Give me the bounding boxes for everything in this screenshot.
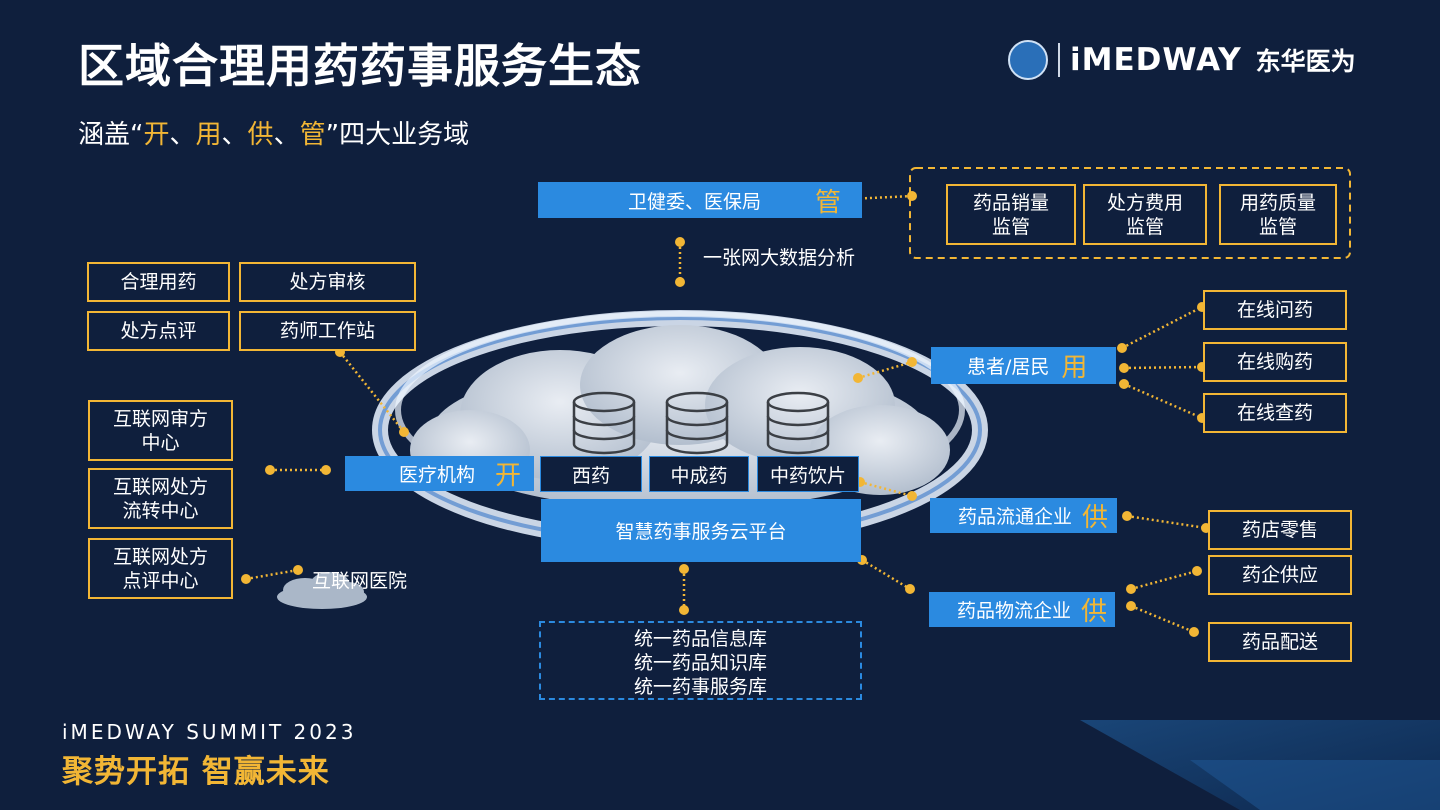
supervision-quality: 用药质量监管: [1219, 184, 1337, 245]
logo-brand: iMEDWAY: [1070, 42, 1242, 78]
authority-bar: 卫健委、医保局 管: [538, 182, 862, 218]
distribution-tag: 供: [1082, 503, 1109, 533]
patient-label: 患者/居民: [967, 356, 1050, 378]
internet-flow-center: 互联网处方流转中心: [88, 468, 233, 529]
internet-audit-center-line2: 中心: [141, 431, 180, 454]
function-rational-use: 合理用药: [87, 262, 230, 302]
internet-hospital-cloud: [277, 572, 367, 609]
subtitle-sep-3: 、: [273, 120, 300, 150]
connector-dots: [241, 191, 1211, 637]
subtitle-sep-1: 、: [169, 120, 196, 150]
function-prescription-audit: 处方审核: [239, 262, 416, 302]
logistics-bar: 药品物流企业 供: [929, 592, 1115, 627]
unified-libraries: 统一药品信息库 统一药品知识库 统一药事服务库: [539, 621, 862, 700]
internet-review-center: 互联网处方点评中心: [88, 538, 233, 599]
institution-tag: 开: [495, 461, 522, 491]
seal-icon: [1008, 40, 1048, 80]
distribution-label: 药品流通企业: [958, 506, 1073, 528]
supervision-cost-line1: 处方费用: [1106, 191, 1183, 214]
subtitle-prefix: 涵盖“: [78, 120, 144, 150]
service-drug-delivery: 药品配送: [1208, 622, 1352, 662]
subtitle-suffix: ”四大业务域: [325, 120, 470, 150]
internet-audit-center-line1: 互联网审方: [112, 407, 208, 430]
supervision-sales-line2: 监管: [991, 215, 1030, 238]
service-online-lookup: 在线查药: [1203, 393, 1347, 433]
drug-type-patent-chinese: 中成药: [649, 456, 749, 492]
subtitle-term-guan: 管: [299, 120, 326, 150]
internet-review-center-line1: 互联网处方: [112, 545, 208, 568]
subtitle-sep-2: 、: [221, 120, 248, 150]
data-analysis-label: 一张网大数据分析: [703, 247, 856, 269]
database-icon-3: [766, 391, 830, 455]
logo-divider: [1058, 43, 1060, 77]
database-icon-2: [665, 391, 729, 455]
cloud-platform-label: 智慧药事服务云平台: [615, 521, 787, 543]
logistics-tag: 供: [1081, 597, 1108, 627]
supervision-quality-line2: 监管: [1258, 215, 1297, 238]
supervision-cost: 处方费用监管: [1083, 184, 1207, 245]
logo-brand-cn: 东华医为: [1255, 47, 1356, 76]
service-online-consult: 在线问药: [1203, 290, 1347, 330]
institution-bar: 医疗机构 开: [345, 456, 534, 491]
cloud-platform-bar: 智慧药事服务云平台: [541, 499, 861, 562]
patient-bar: 患者/居民 用: [931, 347, 1116, 384]
database-icon-1: [572, 391, 636, 455]
internet-hospital-label: 互联网医院: [312, 570, 408, 592]
internet-review-center-line2: 点评中心: [122, 569, 199, 592]
supervision-sales: 药品销量监管: [946, 184, 1076, 245]
function-prescription-review: 处方点评: [87, 311, 230, 351]
subtitle-term-kai: 开: [143, 120, 170, 150]
corner-decoration: [1080, 720, 1440, 810]
drug-type-herbal-pieces: 中药饮片: [757, 456, 859, 492]
event-slogan: 聚势开拓 智赢未来: [62, 754, 330, 790]
distribution-bar: 药品流通企业 供: [930, 498, 1117, 533]
supervision-sales-line1: 药品销量: [972, 191, 1049, 214]
library-pharmacy-service: 统一药事服务库: [633, 676, 767, 698]
function-pharmacist-workstation: 药师工作站: [239, 311, 416, 351]
supervision-quality-line1: 用药质量: [1239, 191, 1316, 214]
service-enterprise-supply: 药企供应: [1208, 555, 1352, 595]
supervision-group-border: [909, 167, 1351, 259]
logistics-label: 药品物流企业: [957, 600, 1072, 622]
drug-type-western: 西药: [540, 456, 642, 492]
event-name: iMEDWAY SUMMIT 2023: [62, 720, 357, 744]
library-drug-knowledge: 统一药品知识库: [633, 652, 767, 674]
page-subtitle: 涵盖“开、用、供、管”四大业务域: [78, 114, 469, 151]
company-logo: iMEDWAY 东华医为: [1008, 40, 1356, 80]
library-drug-info: 统一药品信息库: [633, 628, 767, 650]
internet-flow-center-line2: 流转中心: [122, 499, 199, 522]
authority-label: 卫健委、医保局: [628, 190, 762, 213]
service-online-purchase: 在线购药: [1203, 342, 1347, 382]
service-retail-pharmacy: 药店零售: [1208, 510, 1352, 550]
subtitle-term-yong: 用: [195, 120, 222, 150]
connectors: [245, 194, 1207, 634]
subtitle-term-gong: 供: [247, 120, 274, 150]
authority-tag: 管: [815, 187, 842, 218]
institution-label: 医疗机构: [399, 464, 476, 486]
patient-tag: 用: [1061, 353, 1088, 383]
page-title: 区域合理用药药事服务生态: [78, 39, 642, 93]
supervision-cost-line2: 监管: [1125, 215, 1164, 238]
internet-flow-center-line1: 互联网处方: [112, 475, 208, 498]
internet-audit-center: 互联网审方中心: [88, 400, 233, 461]
